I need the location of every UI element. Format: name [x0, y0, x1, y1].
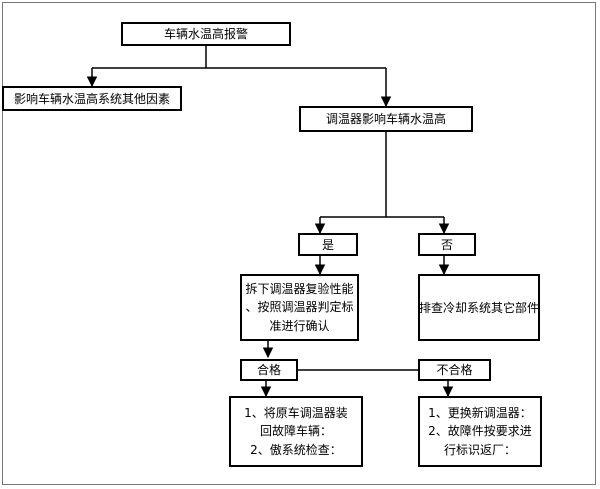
node-no: 否 — [418, 233, 476, 256]
node-fail-action: 1、更换新调温器： 2、故障件按要求进 行标识返厂： — [418, 396, 542, 467]
node-thermostat-effect: 调温器影响车辆水温高 — [299, 106, 473, 132]
node-other-factors: 影响车辆水温高系统其他因素 — [2, 86, 182, 111]
node-fail: 不合格 — [418, 359, 491, 381]
node-pass: 合格 — [240, 359, 298, 381]
node-pass-action: 1、将原车调温器装 回故障车辆： 2、傲系统检查： — [229, 396, 363, 467]
node-remove-test: 拆下调温器复验性能 、按照调温器判定标 准进行确认 — [240, 274, 359, 341]
node-alarm: 车辆水温高报警 — [121, 22, 291, 46]
diagram-frame — [2, 2, 596, 485]
node-yes: 是 — [298, 233, 358, 256]
node-check-cooling: 排查冷却系统其它部件 — [418, 274, 540, 341]
